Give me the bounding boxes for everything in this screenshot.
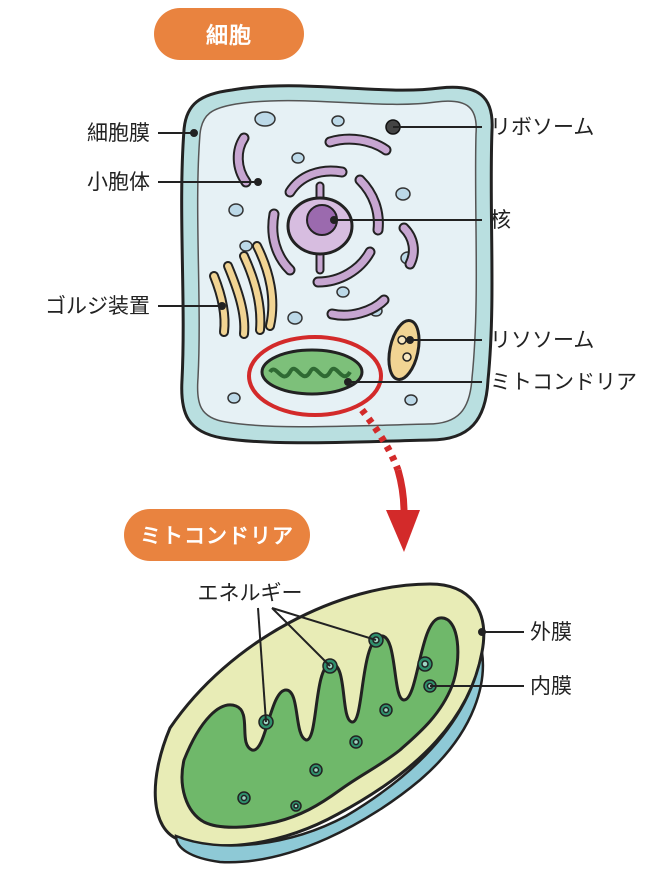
mitochondrion-highlight (247, 335, 383, 417)
label-golgi: ゴルジ装置 (45, 294, 150, 318)
label-lysosome: リソソーム (490, 328, 594, 352)
cell (180, 84, 494, 445)
label-outer-membrane: 外膜 (530, 620, 572, 644)
mitochondrion-shadow (174, 651, 485, 864)
lysosome-shape (387, 319, 421, 381)
label-cell-membrane: 細胞膜 (87, 121, 150, 145)
golgi-shape (209, 241, 278, 339)
cell-heading: 細胞 (154, 8, 304, 60)
label-energy: エネルギー (198, 581, 303, 605)
leader-lines (158, 126, 524, 723)
label-vesicle: 小胞体 (87, 170, 150, 194)
label-inner-membrane: 内膜 (530, 674, 572, 698)
label-nucleus: 核 (490, 208, 511, 232)
mitochondrion (153, 582, 486, 864)
mitochondria-heading: ミトコンドリア (124, 509, 310, 561)
label-mitochondria: ミトコンドリア (490, 370, 637, 394)
label-ribosome: リボソーム (490, 115, 594, 139)
zoom-arrow (359, 407, 420, 552)
